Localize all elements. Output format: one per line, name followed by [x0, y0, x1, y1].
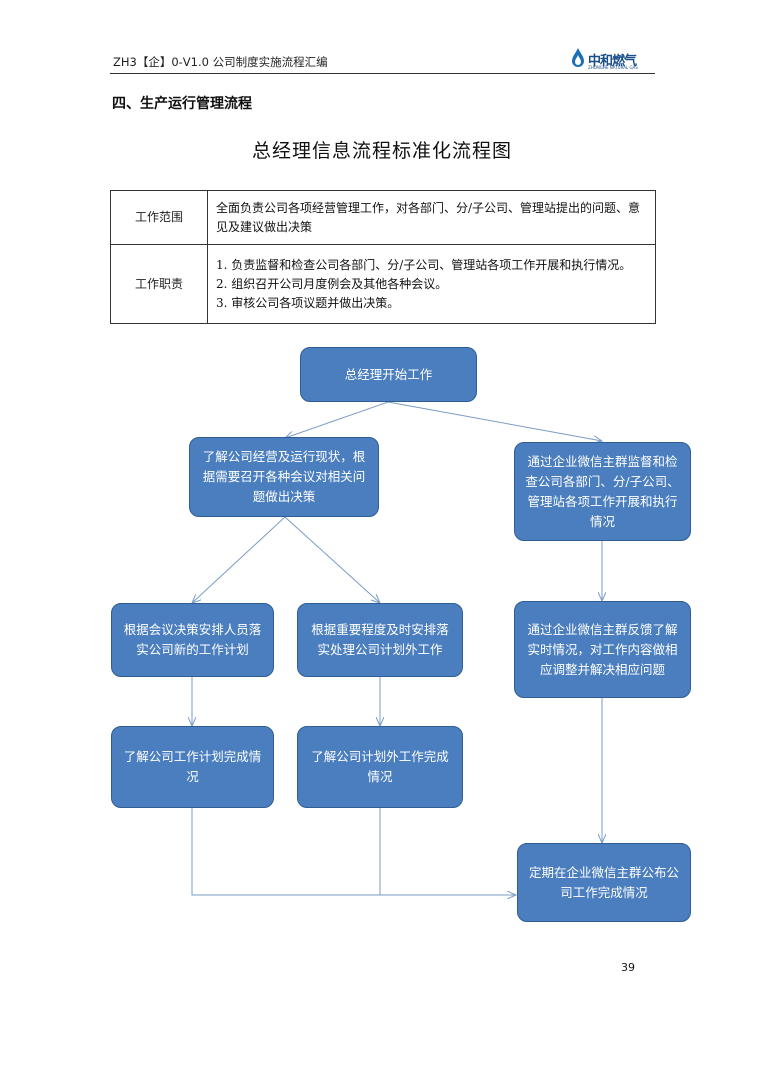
duties-content: 1. 负责监督和检查公司各部门、分/子公司、管理站各项工作开展和执行情况。 2.…	[207, 244, 656, 324]
scope-label: 工作范围	[110, 190, 208, 245]
left-a-label: 根据会议决策安排人员落实公司新的工作计划	[123, 622, 262, 657]
duty-item: 1. 负责监督和检查公司各部门、分/子公司、管理站各项工作开展和执行情况。	[216, 257, 632, 272]
logo-text: 中和燃气	[588, 54, 637, 69]
table-row: 工作职责 1. 负责监督和检查公司各部门、分/子公司、管理站各项工作开展和执行情…	[110, 244, 656, 324]
start-label: 总经理开始工作	[344, 366, 433, 382]
arrow-a2-to-final	[191, 808, 516, 895]
responsibility-table: 工作范围 全面负责公司各项经营管理工作，对各部门、分/子公司、管理站提出的问题、…	[110, 190, 656, 324]
table-row: 工作范围 全面负责公司各项经营管理工作，对各部门、分/子公司、管理站提出的问题、…	[110, 190, 656, 245]
document-code: ZH3【企】0-V1.0 公司制度实施流程汇编	[113, 55, 328, 69]
final-box: 定期在企业微信主群公布公司工作完成情况	[517, 843, 691, 922]
flame-drop-icon	[572, 48, 584, 67]
arrow-start-to-left	[285, 401, 389, 438]
arrow-left-to-a	[192, 516, 286, 603]
left-b-box: 根据重要程度及时安排落实处理公司计划外工作	[297, 603, 463, 677]
scope-content: 全面负责公司各项经营管理工作，对各部门、分/子公司、管理站提出的问题、意见及建议…	[207, 190, 656, 245]
left-a-box: 根据会议决策安排人员落实公司新的工作计划	[111, 603, 274, 677]
right-mid-box: 通过企业微信主群反馈了解实时情况，对工作内容做相应调整并解决相应问题	[514, 601, 691, 698]
company-logo: 中和燃气 ZHONGHE NATURAL GAS	[570, 47, 660, 71]
start-box: 总经理开始工作	[300, 347, 477, 402]
duties-label: 工作职责	[110, 244, 208, 324]
final-label: 定期在企业微信主群公布公司工作完成情况	[528, 864, 679, 900]
left-top-box: 了解公司经营及运行现状，根据需要召开各种会议对相关问题做出决策	[189, 437, 379, 517]
page-number: 39	[621, 961, 635, 974]
arrow-left-to-b	[284, 516, 380, 603]
page-title: 总经理信息流程标准化流程图	[251, 140, 512, 162]
section-title: 四、生产运行管理流程	[112, 96, 252, 112]
logo-subtext: ZHONGHE NATURAL GAS	[588, 65, 638, 70]
left-a2-box: 了解公司工作计划完成情况	[111, 726, 274, 808]
left-top-label: 了解公司经营及运行现状，根据需要召开各种会议对相关问题做出决策	[202, 449, 366, 504]
left-a2-label: 了解公司工作计划完成情况	[123, 749, 262, 784]
left-b2-label: 了解公司计划外工作完成情况	[311, 749, 449, 784]
right-top-box: 通过企业微信主群监督和检查公司各部门、分/子公司、管理站各项工作开展和执行情况	[514, 442, 691, 541]
arrow-start-to-right	[387, 401, 602, 441]
duty-item: 2. 组织召开公司月度例会及其他各种会议。	[216, 276, 448, 291]
left-b-label: 根据重要程度及时安排落实处理公司计划外工作	[311, 622, 449, 657]
duty-item: 3. 审核公司各项议题并做出决策。	[216, 295, 400, 310]
right-mid-label: 通过企业微信主群反馈了解实时情况，对工作内容做相应调整并解决相应问题	[527, 621, 678, 677]
right-top-label: 通过企业微信主群监督和检查公司各部门、分/子公司、管理站各项工作开展和执行情况	[525, 453, 680, 529]
left-b2-box: 了解公司计划外工作完成情况	[297, 726, 463, 808]
header-rule	[110, 73, 655, 74]
